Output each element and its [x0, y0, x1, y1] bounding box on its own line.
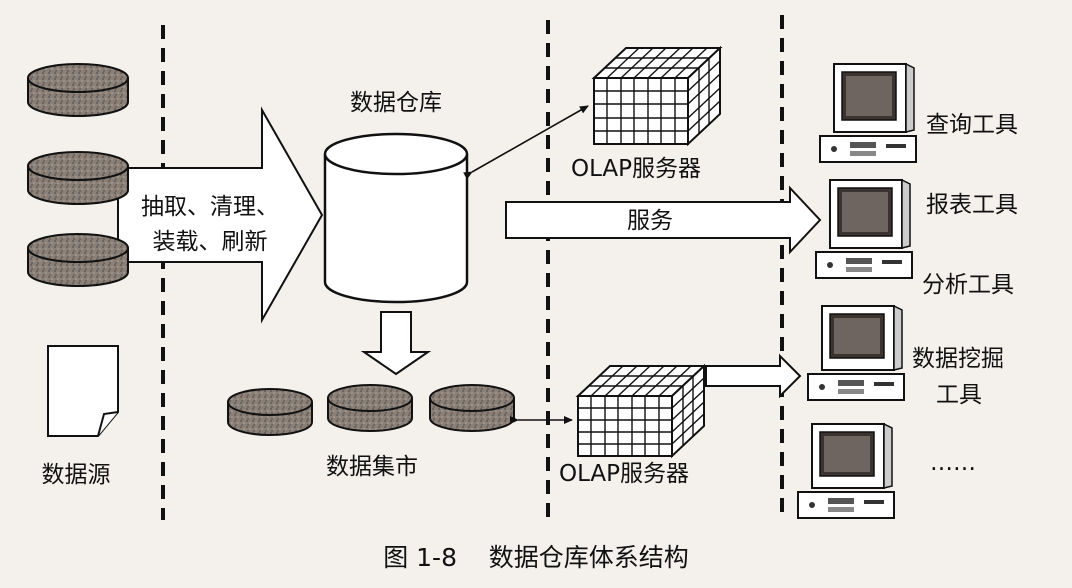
olap-bottom-label: OLAP服务器 [559, 461, 689, 487]
computer-icon-1 [819, 62, 917, 163]
data-source-disk-2 [27, 151, 129, 205]
down-arrow [360, 311, 432, 376]
computer-icon-3 [807, 304, 905, 401]
computer-icon-4 [797, 422, 895, 519]
data-mart-disk-3 [429, 384, 515, 432]
tool-mining-label-line2: 工具 [936, 382, 982, 408]
tool-mining-label-line1: 数据挖掘 [912, 346, 1004, 372]
etl-arrow: 抽取、清理、 装载、刷新 [117, 106, 324, 324]
document-icon [47, 345, 119, 437]
tool-report-label: 报表工具 [926, 192, 1018, 218]
data-sources-label: 数据源 [42, 462, 111, 488]
etl-label-line2: 装载、刷新 [153, 229, 268, 255]
figure-caption: 图 1-8 数据仓库体系结构 [383, 543, 689, 572]
warehouse-olap-link [463, 105, 589, 180]
tool-query-label: 查询工具 [926, 112, 1018, 138]
olap-top-label: OLAP服务器 [571, 156, 701, 182]
data-source-disk-1 [27, 63, 129, 117]
warehouse-cylinder [323, 132, 469, 304]
data-mart-disk-2 [327, 384, 413, 432]
warehouse-label: 数据仓库 [350, 90, 442, 116]
service-label: 服务 [627, 208, 673, 234]
olap-cube-top [591, 45, 723, 147]
etl-label-line1: 抽取、清理、 [141, 194, 279, 220]
tool-analysis-label: 分析工具 [922, 272, 1014, 298]
tool-more-label: …… [930, 450, 976, 476]
data-marts-label: 数据集市 [326, 454, 418, 480]
computer-icon-2 [815, 178, 913, 279]
service-arrow: 服务 [505, 185, 822, 255]
olap-to-tools-arrow [705, 353, 802, 399]
olap-cube-bottom [575, 363, 707, 459]
data-source-disk-3 [27, 233, 129, 287]
data-mart-disk-1 [227, 388, 313, 436]
